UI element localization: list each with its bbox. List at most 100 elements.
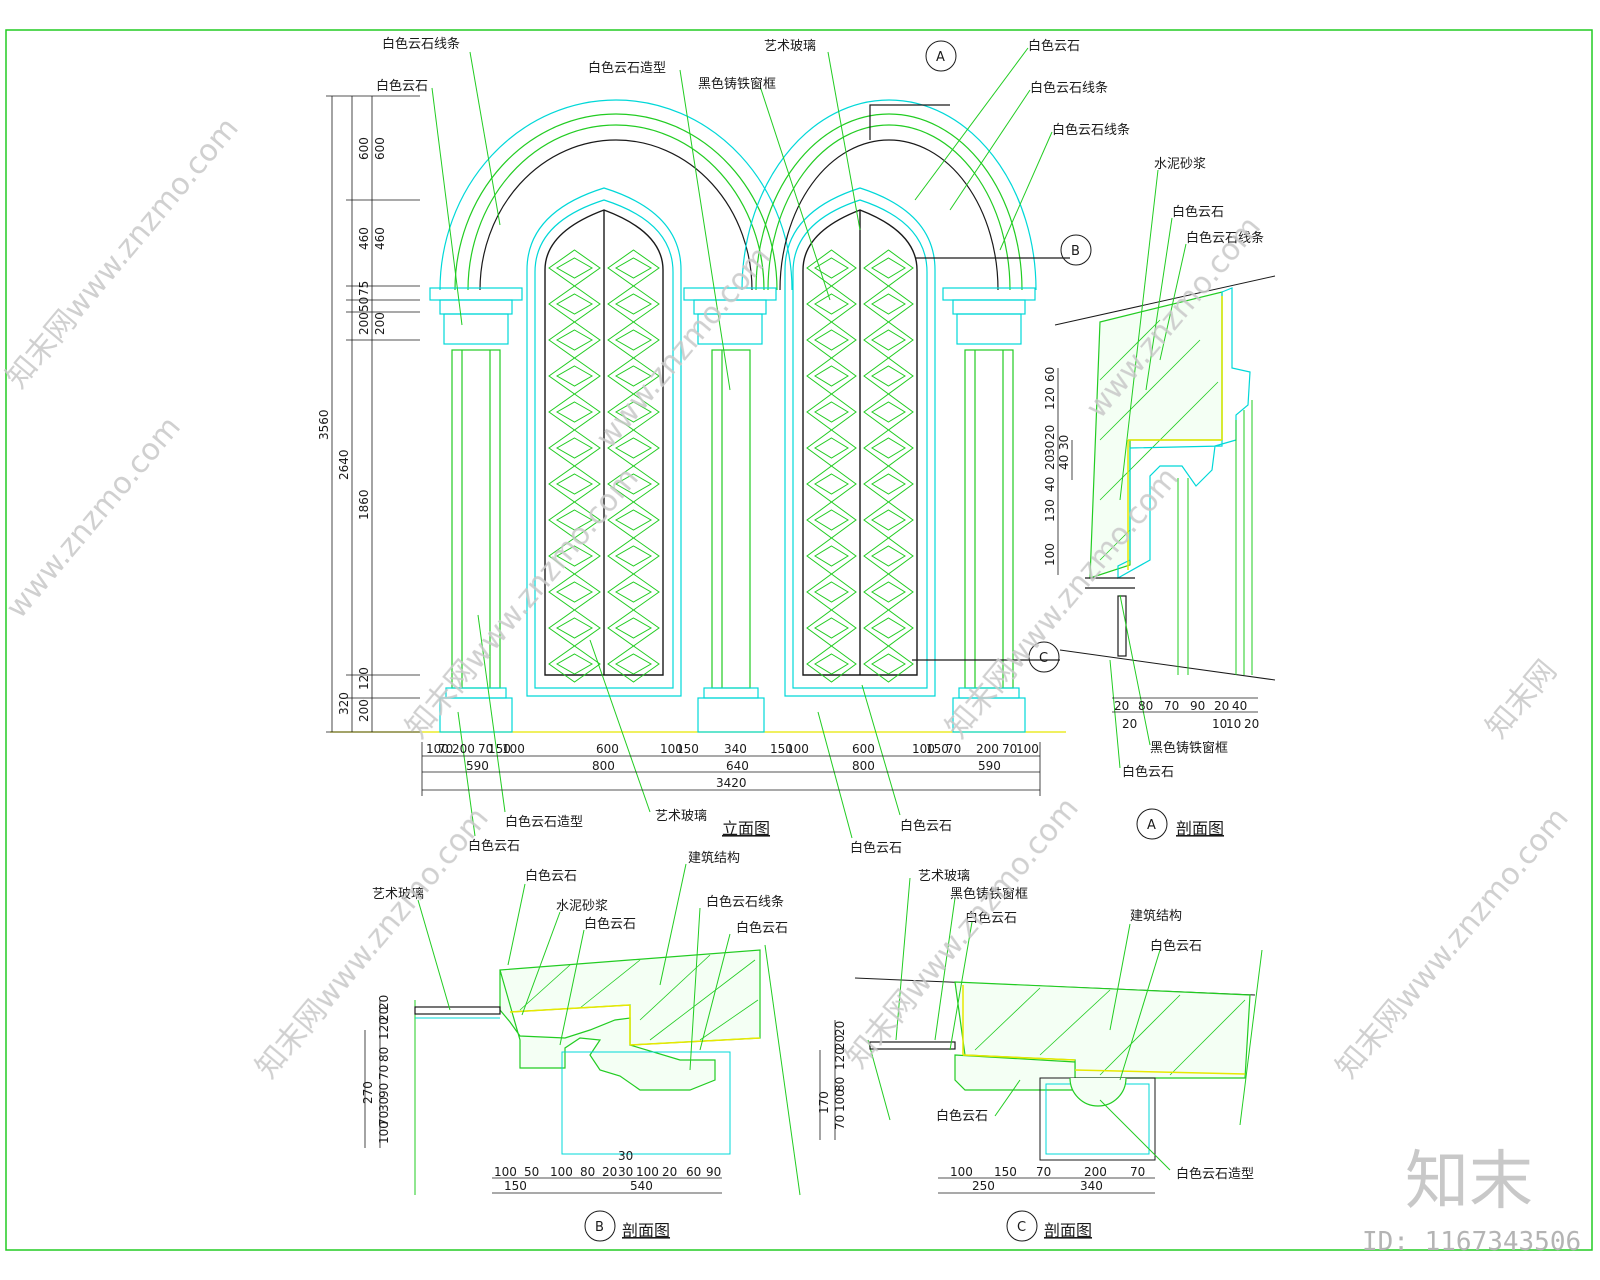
elev-label-5: 黑色铸铁窗框 [698, 76, 776, 92]
secB-label-2: 白色云石 [525, 868, 577, 884]
secC-label-5: 白色云石 [1150, 938, 1202, 954]
secC-vdim: 80 [833, 1077, 847, 1092]
secB-vdim: 70 [377, 1065, 391, 1080]
secC-label-4: 建筑结构 [1130, 908, 1182, 924]
secA-marker: A [1147, 818, 1156, 833]
secC-label-6: 白色云石 [936, 1108, 988, 1124]
secB-label-6: 白色云石线条 [706, 894, 784, 910]
secC-hdim: 70 [1130, 1165, 1145, 1179]
secA-vdim: 100 [1043, 543, 1057, 566]
secA-label-3: 白色云石线条 [1186, 230, 1264, 246]
secB-vdim: 30 [377, 1097, 391, 1112]
secB-vdim: 100 [377, 1121, 391, 1144]
elev-hdim: 800 [592, 759, 615, 773]
elev-hdim: 590 [978, 759, 1001, 773]
znzmo-logo-text: 知末 [1405, 1145, 1533, 1219]
elev-hdim: 200 [452, 742, 475, 756]
secC-label-7: 白色云石造型 [1176, 1166, 1254, 1182]
secA-vdim: 130 [1043, 499, 1057, 522]
elev-label-13: 白色云石 [850, 840, 902, 856]
elev-vdim: 600 [357, 137, 371, 160]
elev-vdim: 50 [357, 297, 371, 312]
section-b-view [414, 944, 801, 1196]
elev-label-1: 白色云石线条 [382, 36, 460, 52]
secC-hdim: 340 [1080, 1179, 1103, 1193]
elev-label-10: 艺术玻璃 [655, 809, 707, 824]
elev-label-6: 白色云石 [1028, 38, 1080, 54]
secC-marker: C [1017, 1220, 1026, 1235]
elev-hdim: 100 [786, 742, 809, 756]
marker-c: C [1039, 651, 1048, 666]
secB-label-7: 白色云石 [736, 920, 788, 936]
elev-vdim: 75 [357, 281, 371, 296]
elev-label-11: 白色云石 [468, 838, 520, 854]
elev-vdim: 200 [373, 312, 387, 335]
elev-hdim: 100 [912, 742, 935, 756]
image-id-text: ID: 1167343506 [1362, 1227, 1581, 1257]
secB-label-5: 建筑结构 [688, 850, 740, 866]
secB-hdim: 50 [524, 1165, 539, 1179]
secC-vdim: 120 [833, 1047, 847, 1070]
watermark: www.znzmo.com [0, 410, 188, 625]
elev-vdim: 320 [337, 692, 351, 715]
secC-vdim: 20 [833, 1021, 847, 1036]
secB-hdim: 80 [580, 1165, 595, 1179]
watermark: 知末网www.znzmo.com [249, 801, 495, 1085]
elev-hdim: 100 [1016, 742, 1039, 756]
elevation-view [330, 99, 1070, 733]
elev-hdim: 70 [1002, 742, 1017, 756]
secB-vdim: 120 [377, 1017, 391, 1040]
secB-hdim: 30 [618, 1165, 633, 1179]
elev-hdim: 640 [726, 759, 749, 773]
secA-hdim: 90 [1190, 699, 1205, 713]
secA-hdim: 80 [1138, 699, 1153, 713]
secC-label-2: 黑色铸铁窗框 [950, 886, 1028, 902]
secA-vdim: 60 [1043, 367, 1057, 382]
secB-hdim: 30 [618, 1149, 633, 1163]
elev-label-7: 白色云石线条 [1030, 80, 1108, 96]
elev-label-2: 白色云石 [376, 78, 428, 94]
elev-hdim: 150 [488, 742, 511, 756]
secA-hdim: 20 [1244, 717, 1259, 731]
secA-hdim: 70 [1164, 699, 1179, 713]
watermark-layer: 知末网www.znzmo.com www.znzmo.com 知末网www.zn… [0, 111, 1576, 1085]
secC-hdim: 100 [950, 1165, 973, 1179]
elev-vdim: 200 [357, 699, 371, 722]
secC-vdim: 20 [833, 1035, 847, 1050]
elev-hdim: 150 [926, 742, 949, 756]
secC-vdim: 100 [833, 1089, 847, 1112]
elev-label-4: 艺术玻璃 [764, 39, 816, 54]
secB-hdim: 20 [602, 1165, 617, 1179]
elev-hdim: 340 [724, 742, 747, 756]
secB-hdim: 100 [494, 1165, 517, 1179]
secB-vdim-total: 270 [361, 1081, 375, 1104]
secA-vdim: 30 [1043, 441, 1057, 456]
elev-hdim: 100 [426, 742, 449, 756]
elev-vdim: 200 [357, 312, 371, 335]
secA-hdim: 20 [1214, 699, 1229, 713]
elev-hdim: 590 [466, 759, 489, 773]
secB-vdim: 20 [377, 995, 391, 1010]
marker-b: B [1071, 244, 1080, 259]
elev-label-9: 白色云石造型 [505, 814, 583, 830]
elevation-title: 立面图 [722, 819, 770, 838]
secC-hdim: 200 [1084, 1165, 1107, 1179]
watermark: 知末网 [1479, 654, 1564, 745]
secB-vdim: 70 [377, 1111, 391, 1126]
secC-hdim: 70 [1036, 1165, 1051, 1179]
secB-hdim: 60 [686, 1165, 701, 1179]
elev-hdim: 800 [852, 759, 875, 773]
watermark: 知末网www.znzmo.com [0, 111, 246, 395]
secA-vdim: 20 [1043, 455, 1057, 470]
elev-label-8: 白色云石线条 [1052, 122, 1130, 138]
secA-hdim: 10 [1226, 717, 1241, 731]
secA-vdim: 30 [1057, 435, 1071, 450]
elev-hdim: 600 [852, 742, 875, 756]
secA-label-1: 水泥砂浆 [1154, 157, 1206, 172]
elev-hdim-total: 3420 [716, 776, 747, 790]
elev-label-12: 白色云石 [900, 818, 952, 834]
watermark: 知末网www.znzmo.com [399, 461, 645, 745]
secC-hdim: 150 [994, 1165, 1017, 1179]
secB-hdim: 100 [550, 1165, 573, 1179]
secA-vdim: 40 [1043, 477, 1057, 492]
